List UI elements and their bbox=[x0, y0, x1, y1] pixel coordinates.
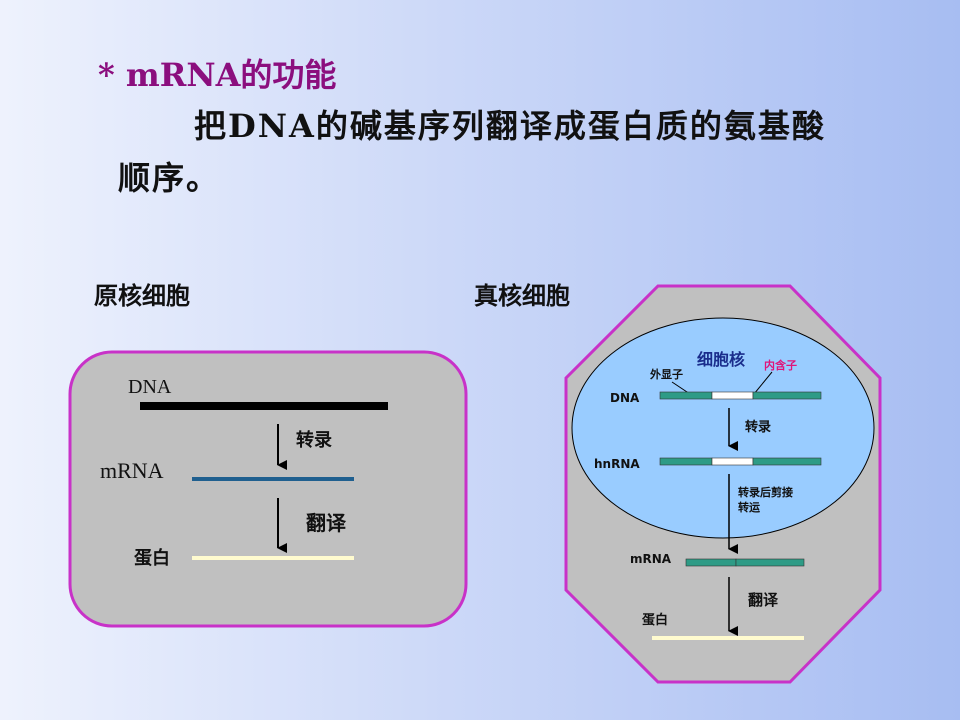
euk-transcription-label: 转录 bbox=[745, 419, 771, 435]
nucleus bbox=[571, 317, 875, 539]
prokaryote-cell bbox=[68, 350, 468, 628]
prok-dna-label: DNA bbox=[128, 376, 172, 398]
eukaryote-diagram: 细胞核 外显子 内含子 DNA 转录 hnRNA 转录后剪接 转运 mRNA 翻… bbox=[564, 284, 882, 684]
hnrna-label: hnRNA bbox=[594, 457, 640, 471]
euk-mrna-label: mRNA bbox=[630, 552, 672, 566]
euk-protein-label: 蛋白 bbox=[642, 612, 668, 628]
intron-pointer bbox=[753, 371, 773, 395]
hnrna-exon-1 bbox=[659, 457, 713, 466]
prok-translation-label: 翻译 bbox=[306, 511, 347, 535]
prok-dna-strand bbox=[140, 402, 388, 410]
nucleus-label: 细胞核 bbox=[697, 350, 745, 369]
hnrna-exon-2 bbox=[752, 457, 822, 466]
intron-label: 内含子 bbox=[764, 358, 797, 372]
splicing-label-line1: 转录后剪接 bbox=[738, 485, 793, 499]
mrna-exon-1 bbox=[685, 558, 737, 567]
prok-transcription-label: 转录 bbox=[296, 429, 332, 451]
euk-protein-strand bbox=[652, 636, 804, 640]
dna-intron bbox=[711, 391, 754, 400]
slide-body-text: 把DNA的碱基序列翻译成蛋白质的氨基酸顺序。 bbox=[118, 107, 826, 197]
prok-mrna-label: mRNA bbox=[100, 458, 164, 483]
dna-exon-2 bbox=[752, 391, 822, 400]
euk-translation-label: 翻译 bbox=[748, 591, 779, 609]
slide-title: * mRNA的功能 bbox=[98, 56, 337, 94]
splicing-label-line2: 转运 bbox=[738, 500, 760, 514]
dna-exon-1 bbox=[659, 391, 713, 400]
prok-protein-label: 蛋白 bbox=[134, 547, 170, 569]
eukaryote-heading: 真核细胞 bbox=[474, 282, 570, 310]
prokaryote-heading: 原核细胞 bbox=[94, 282, 190, 310]
euk-dna-label: DNA bbox=[610, 391, 640, 405]
mrna-exon-2 bbox=[735, 558, 805, 567]
exon-label: 外显子 bbox=[649, 367, 683, 381]
prok-mrna-strand bbox=[192, 477, 354, 481]
prok-protein-strand bbox=[192, 556, 354, 560]
prokaryote-diagram: DNA 转录 mRNA 翻译 蛋白 bbox=[68, 350, 468, 628]
hnrna-intron bbox=[711, 457, 754, 466]
